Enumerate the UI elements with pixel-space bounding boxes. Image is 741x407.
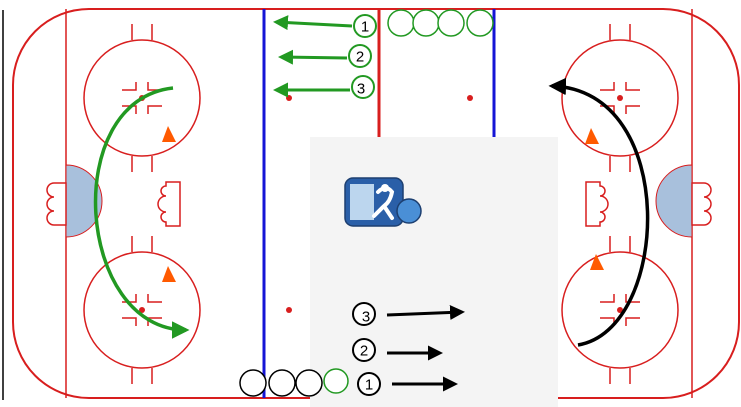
left-goal-net [46,182,67,226]
right-goal-crease [655,164,693,238]
right-portable-net [585,181,609,227]
center-overlay-panel [310,137,558,407]
faceoff-dot [617,95,623,101]
green-player-3: 3 [351,75,375,99]
cone [590,254,604,270]
green-skate-arrow [273,15,353,31]
player-number: 3 [357,81,365,98]
player-number: 1 [365,377,373,394]
neutral-zone-dot [286,307,292,313]
green-skate-arrow [278,49,348,65]
green-waiting-line [387,9,494,37]
cone [162,266,176,282]
black-skate-arrow [386,304,465,320]
black-waiting-line [239,368,349,397]
player-number: 3 [362,309,370,326]
faceoff-dot [617,307,623,313]
faceoff-circle-top-right [561,24,679,172]
cone [162,126,176,142]
player-number: 2 [360,343,368,360]
neutral-zone-dot [286,95,292,101]
black-player-1: 1 [357,372,381,396]
neutral-zone-dot [467,95,473,101]
green-player-2: 2 [348,44,372,68]
faceoff-circle-bottom-left [83,236,201,384]
right-goal-net [691,182,712,226]
black-player-2: 2 [352,338,376,362]
left-goal-crease [65,164,103,238]
faceoff-dot [139,307,145,313]
faceoff-circle-bottom-right [561,236,679,384]
faceoff-circle-top-left [83,24,201,172]
black-curve-arrow [548,77,650,347]
green-curve-arrow [93,86,190,339]
player-number: 1 [361,19,369,36]
hockey-player-logo-icon [344,177,422,227]
black-player-3: 3 [352,302,376,326]
green-player-1: 1 [353,14,377,38]
player-number: 2 [356,49,364,66]
cone [585,128,599,144]
left-portable-net [157,181,181,227]
